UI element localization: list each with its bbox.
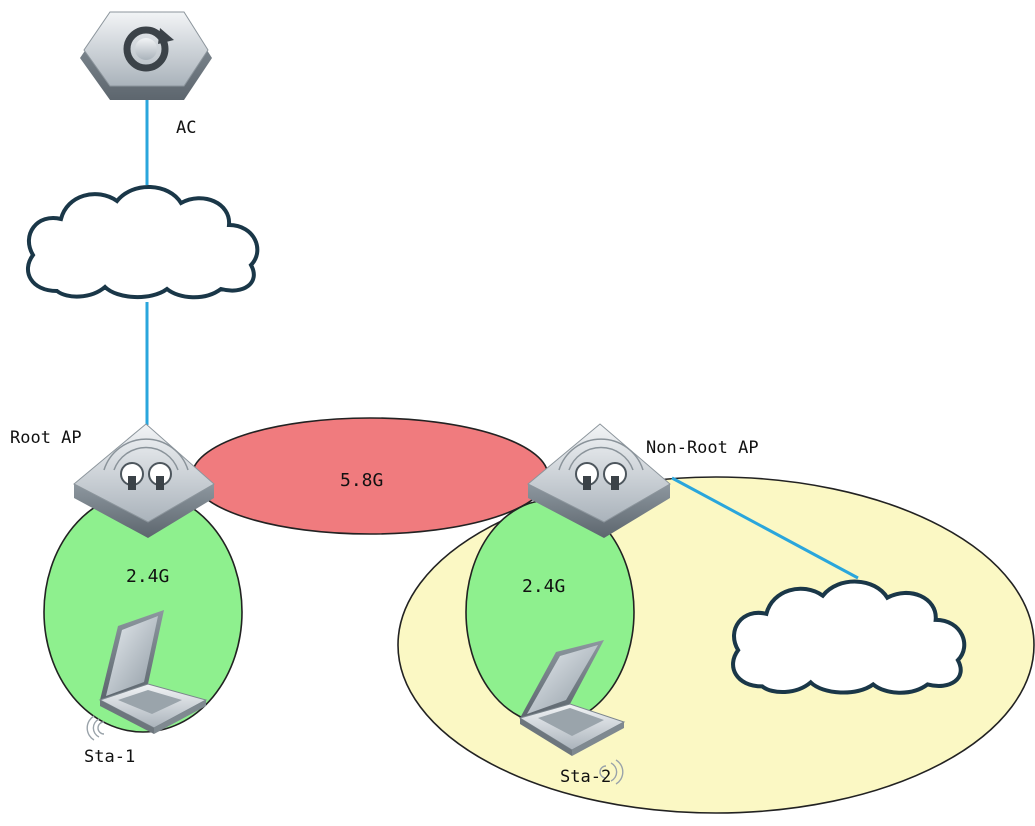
sta-1-label: Sta-1 bbox=[84, 747, 135, 767]
laptop-icon bbox=[98, 610, 208, 734]
wireless-signal-icon bbox=[86, 715, 105, 741]
ac-controller-icon bbox=[80, 11, 212, 100]
non-root-ap-label: Non-Root AP bbox=[646, 438, 759, 458]
laptop-icon bbox=[518, 640, 626, 756]
access-point-icon bbox=[527, 423, 671, 538]
ac-label: AC bbox=[176, 118, 196, 138]
root-access-band-label: 2.4G bbox=[126, 566, 169, 587]
nonroot-access-band-label: 2.4G bbox=[522, 576, 565, 597]
sta-2-label: Sta-2 bbox=[560, 767, 611, 787]
access-point-icon bbox=[73, 423, 215, 538]
backhaul-band-label: 5.8G bbox=[340, 470, 383, 491]
wireless-signal-icon bbox=[599, 759, 624, 785]
link-nonroot-cloud bbox=[671, 476, 859, 580]
root-ap-label: Root AP bbox=[10, 428, 82, 448]
cloud-icon bbox=[28, 187, 257, 297]
